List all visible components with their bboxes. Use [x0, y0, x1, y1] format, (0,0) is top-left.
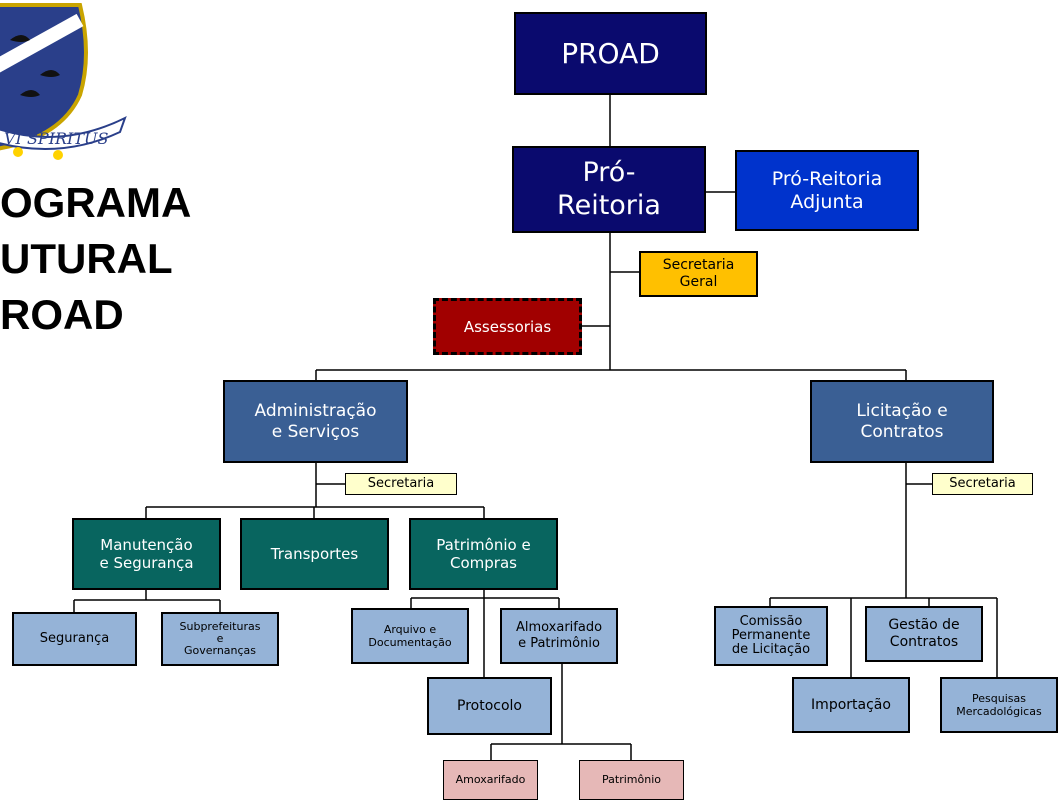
node-transportes-label: Transportes	[270, 545, 359, 563]
node-secretaria-licit-label: Secretaria	[949, 476, 1016, 492]
node-licitacao-contratos: Licitação e Contratos	[810, 380, 994, 463]
node-almox-line2: e Patrimônio	[518, 636, 600, 651]
node-gestao-line2: Contratos	[889, 634, 959, 650]
node-patr-compras-line1: Patrimônio e	[436, 536, 531, 554]
node-almox-line1: Almoxarifado	[515, 620, 603, 636]
university-crest-logo: VI SPIRITUS	[0, 2, 127, 160]
node-protocolo-label: Protocolo	[457, 697, 522, 714]
node-manut-line1: Manutenção	[100, 536, 193, 554]
node-amoxarifado: Amoxarifado	[443, 760, 538, 800]
node-protocolo: Protocolo	[427, 677, 552, 735]
node-pesquisas-mercadologicas: Pesquisas Mercadológicas	[940, 677, 1058, 733]
node-assessorias: Assessorias	[433, 298, 582, 355]
node-almoxarifado-patrimonio: Almoxarifado e Patrimônio	[500, 608, 618, 664]
node-patrimonio: Patrimônio	[579, 760, 684, 800]
node-gestao-contratos: Gestão de Contratos	[865, 606, 983, 662]
title-line-1: OGRAMA	[0, 179, 192, 226]
node-secretaria-licit: Secretaria	[932, 473, 1033, 495]
node-subpref-line2: e	[216, 631, 224, 645]
node-amoxarifado-label: Amoxarifado	[455, 773, 526, 787]
node-licit-line2: Contratos	[860, 421, 944, 442]
node-administracao-servicos: Administração e Serviços	[223, 380, 408, 463]
node-secretaria-adm: Secretaria	[345, 473, 457, 495]
node-seguranca: Segurança	[12, 612, 137, 666]
node-subpref-line1: Subprefeituras	[179, 619, 261, 633]
node-gestao-line1: Gestão de	[888, 617, 960, 634]
node-pesquisas-line2: Mercadológicas	[956, 705, 1042, 718]
node-pro-reitoria-adjunta: Pró-Reitoria Adjunta	[735, 150, 919, 231]
node-transportes: Transportes	[240, 518, 389, 590]
node-patrimonio-label: Patrimônio	[602, 773, 661, 787]
node-importacao-label: Importação	[811, 696, 891, 713]
node-adjunta-line2: Adjunta	[790, 190, 864, 213]
node-adm-line1: Administração	[254, 401, 377, 422]
node-comissao-line3: de Licitação	[731, 642, 811, 658]
node-comissao-line2: Permanente	[731, 627, 811, 643]
node-proad: PROAD	[514, 12, 707, 95]
page-title: OGRAMA UTURAL ROAD	[0, 175, 191, 343]
node-pesquisas-line1: Pesquisas	[972, 691, 1026, 705]
node-secretaria-geral-line1: Secretaria	[662, 257, 735, 274]
node-importacao: Importação	[792, 677, 910, 733]
node-pro-reitoria-line1: Pró-	[582, 157, 636, 189]
node-licit-line1: Licitação e	[856, 401, 948, 422]
node-manut-line2: e Segurança	[99, 554, 194, 572]
node-adm-line2: e Serviços	[271, 421, 360, 442]
node-seguranca-label: Segurança	[39, 631, 110, 647]
title-line-2: UTURAL	[0, 235, 173, 282]
crest-motto: VI SPIRITUS	[4, 129, 109, 148]
node-comissao-permanente: Comissão Permanente de Licitação	[714, 606, 828, 666]
node-pro-reitoria: Pró- Reitoria	[512, 146, 706, 233]
node-assessorias-label: Assessorias	[463, 317, 552, 336]
node-secretaria-geral: Secretaria Geral	[639, 251, 758, 297]
node-secretaria-geral-line2: Geral	[679, 274, 718, 290]
node-patrimonio-compras: Patrimônio e Compras	[409, 518, 558, 590]
node-arquivo-line2: Documentação	[368, 636, 452, 649]
node-pro-reitoria-line2: Reitoria	[557, 189, 661, 221]
node-subpref-line3: Governanças	[183, 644, 257, 658]
node-arquivo-line1: Arquivo e	[383, 622, 437, 636]
node-subprefeituras: Subprefeituras e Governanças	[161, 612, 279, 666]
title-line-3: ROAD	[0, 291, 124, 338]
node-arquivo-documentacao: Arquivo e Documentação	[351, 608, 469, 664]
node-proad-label: PROAD	[561, 36, 660, 70]
node-comissao-line1: Comissão	[739, 613, 803, 629]
node-manutencao-seguranca: Manutenção e Segurança	[72, 518, 221, 590]
node-adjunta-line1: Pró-Reitoria	[771, 167, 883, 190]
node-patr-compras-line2: Compras	[450, 554, 517, 572]
node-secretaria-adm-label: Secretaria	[367, 476, 435, 492]
